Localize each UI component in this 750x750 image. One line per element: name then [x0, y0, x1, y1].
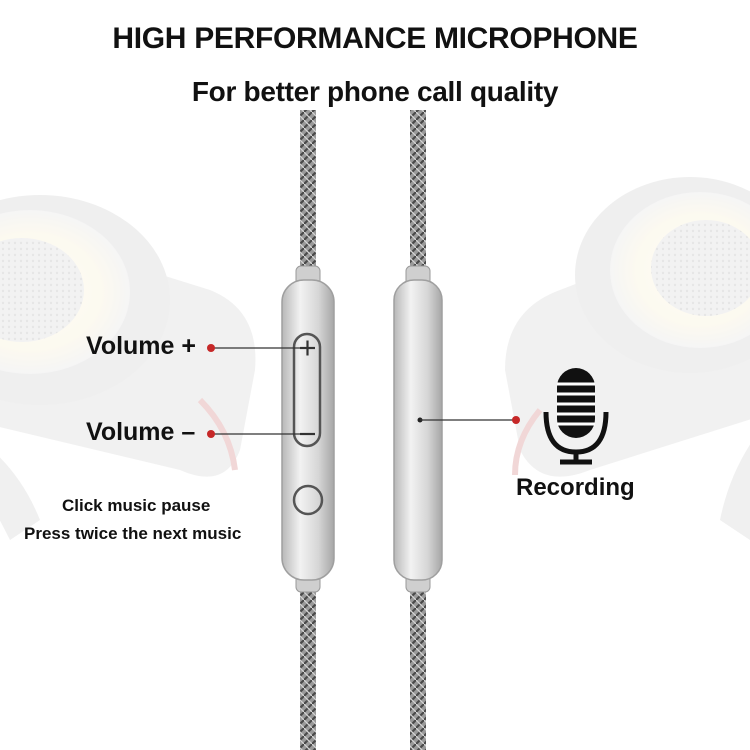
recording-marker: [512, 416, 520, 424]
right-cable-bottom: [410, 590, 426, 750]
play-pause-button[interactable]: [292, 484, 324, 516]
page-title: HIGH PERFORMANCE MICROPHONE: [112, 22, 638, 55]
volume-down-label: Volume –: [86, 418, 196, 446]
volume-remote: [281, 265, 335, 593]
recording-label: Recording: [516, 474, 635, 501]
microphone-icon: [543, 368, 609, 465]
click-pause-label: Click music pause: [62, 496, 211, 515]
left-cable-bottom: [300, 590, 316, 750]
volume-down-marker: [207, 430, 215, 438]
press-twice-label: Press twice the next music: [24, 524, 242, 543]
right-cable-top: [410, 110, 426, 270]
volume-up-marker: [207, 344, 215, 352]
left-cable-top: [300, 110, 316, 270]
volume-rocker[interactable]: [292, 332, 322, 448]
callout-lines: [207, 344, 520, 438]
page-subtitle: For better phone call quality: [191, 76, 559, 107]
volume-up-label: Volume +: [86, 332, 196, 360]
left-earbud: [0, 195, 256, 540]
microphone-remote: [393, 265, 443, 593]
